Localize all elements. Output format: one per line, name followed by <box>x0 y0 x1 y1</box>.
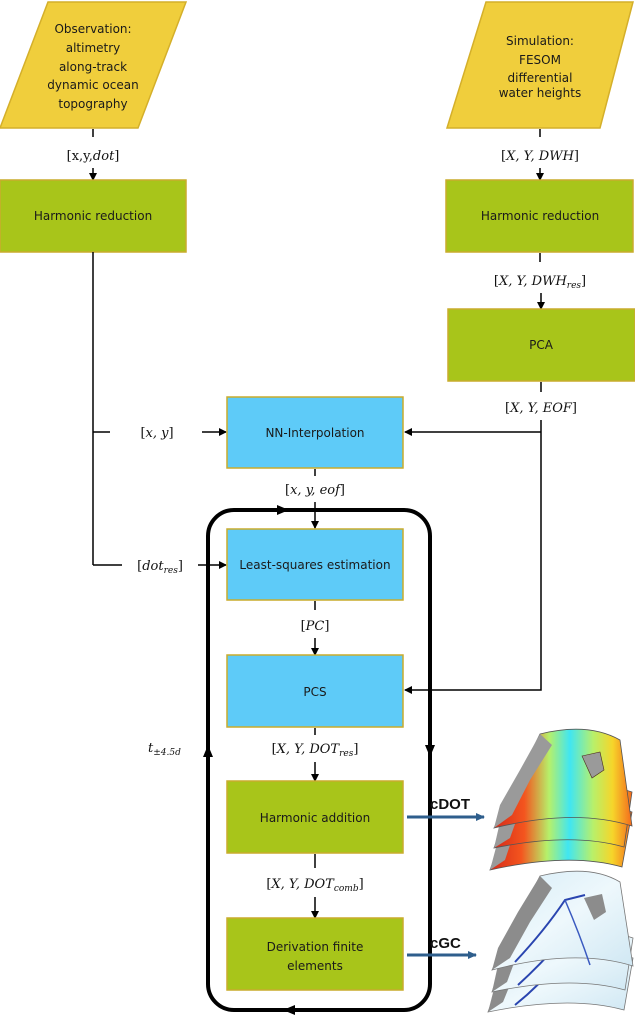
cgc-map-layer-1 <box>491 870 634 971</box>
harmonic-reduction-left: Harmonic reduction <box>0 179 187 253</box>
least-squares-label: Least-squares estimation <box>239 558 390 572</box>
label-obs-output: [x,y,dot] <box>67 149 120 164</box>
loop-arrow-right <box>425 745 435 757</box>
harmonic-reduction-right: Harmonic reduction <box>445 179 634 253</box>
arrow-eof-to-pcs <box>404 420 542 694</box>
cgc-map-stack <box>487 870 634 1013</box>
cgc-label: cGC <box>430 935 461 952</box>
label-dot-comb: [X, Y, DOTcomb] <box>266 877 363 894</box>
label-dot-res-big: [X, Y, DOTres] <box>272 742 359 759</box>
label-xy: [x, y] <box>140 426 173 441</box>
simulation-line-3: differential <box>508 71 573 85</box>
pcs-box: PCS <box>226 654 404 728</box>
pcs-label: PCS <box>303 685 326 699</box>
simulation-line-1: Simulation: <box>506 34 574 48</box>
harmonic-reduction-left-label: Harmonic reduction <box>34 209 152 223</box>
observation-line-1: Observation: <box>54 22 131 36</box>
label-xy-eof: [x, y, eof] <box>285 483 345 498</box>
observation-line-2: altimetry <box>66 41 121 55</box>
label-sim-output: [X, Y, DWH] <box>501 149 579 164</box>
cdot-label: cDOT <box>430 796 470 813</box>
simulation-line-2: FESOM <box>519 53 561 67</box>
harmonic-reduction-right-label: Harmonic reduction <box>481 209 599 223</box>
label-dot-res: [dotres] <box>137 559 183 576</box>
least-squares-box: Least-squares estimation <box>226 528 404 601</box>
loop-arrow-bottom <box>283 1005 295 1015</box>
simulation-input: Simulation: FESOM differential water hei… <box>445 1 634 129</box>
harmonic-addition-label: Harmonic addition <box>260 811 370 825</box>
label-dwh-res: [X, Y, DWHres] <box>494 274 586 291</box>
label-pc: [PC] <box>301 619 330 634</box>
harmonic-addition-box: Harmonic addition <box>226 780 404 854</box>
derivation-line-2: elements <box>287 959 343 973</box>
observation-line-3: along-track <box>59 60 127 74</box>
simulation-line-4: water heights <box>499 86 582 100</box>
derivation-box: Derivation finite elements <box>226 917 404 991</box>
label-time-window: t±4.5d <box>148 741 181 758</box>
pca-box: PCA <box>447 308 635 382</box>
iteration-loop <box>206 508 432 1012</box>
observation-input: Observation: altimetry along-track dynam… <box>0 1 188 129</box>
observation-line-5: topography <box>58 97 127 111</box>
cdot-map-stack <box>489 728 633 871</box>
derivation-line-1: Derivation finite <box>267 940 364 954</box>
observation-line-4: dynamic ocean <box>47 78 138 92</box>
loop-arrow-left <box>203 745 213 757</box>
cdot-map-layer-1 <box>493 728 633 829</box>
pca-label: PCA <box>529 338 554 352</box>
label-eof: [X, Y, EOF] <box>505 401 577 416</box>
nn-interpolation-label: NN-Interpolation <box>265 426 364 440</box>
loop-arrow-top <box>277 505 289 515</box>
nn-interpolation-box: NN-Interpolation <box>226 396 404 469</box>
